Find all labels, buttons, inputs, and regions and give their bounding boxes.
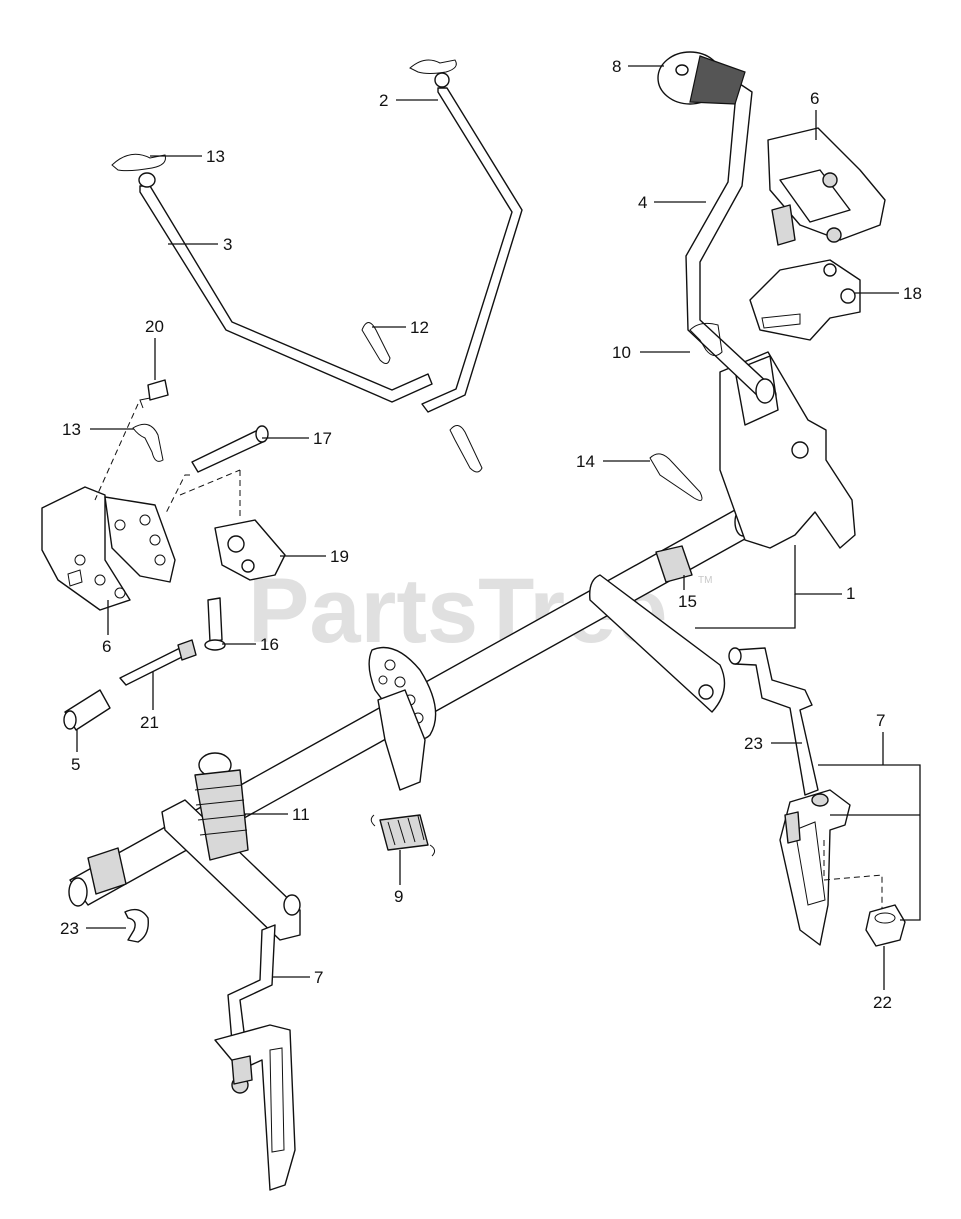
part-19-bracket <box>214 519 286 581</box>
svg-text:22: 22 <box>873 993 892 1012</box>
callout-5: 5 <box>71 730 80 774</box>
part-2-lift-rod <box>409 59 523 413</box>
callout-15: 15 <box>678 575 697 611</box>
callout-12: 12 <box>372 318 429 337</box>
svg-text:8: 8 <box>612 57 621 76</box>
part-22-lock-nut <box>865 904 906 947</box>
part-11-spring <box>194 752 249 861</box>
callout-17: 17 <box>262 429 332 448</box>
svg-text:2: 2 <box>379 91 388 110</box>
callout-7-right: 7 <box>818 711 921 921</box>
part-12-hairpin <box>361 322 391 364</box>
svg-text:1: 1 <box>846 584 855 603</box>
svg-text:10: 10 <box>612 343 631 362</box>
svg-text:7: 7 <box>876 711 885 730</box>
callout-6-right: 6 <box>810 89 819 140</box>
svg-text:12: 12 <box>410 318 429 337</box>
part-21-bolt <box>139 379 169 409</box>
callout-14: 14 <box>576 452 650 471</box>
callout-19: 19 <box>280 547 349 566</box>
part-7-link-right <box>779 789 851 946</box>
svg-text:9: 9 <box>394 887 403 906</box>
callout-2: 2 <box>379 91 438 110</box>
callout-3: 3 <box>168 235 232 254</box>
part-18-bracket <box>749 259 861 341</box>
svg-text:11: 11 <box>292 805 310 824</box>
svg-text:3: 3 <box>223 235 232 254</box>
svg-text:23: 23 <box>60 919 79 938</box>
svg-text:6: 6 <box>102 637 111 656</box>
part-3-lift-rod <box>111 153 433 403</box>
svg-text:21: 21 <box>140 713 159 732</box>
part-7-link-left <box>214 924 296 1191</box>
svg-text:16: 16 <box>260 635 279 654</box>
watermark-trademark: TM <box>698 575 712 586</box>
part-6-bracket-right <box>767 127 886 246</box>
svg-text:14: 14 <box>576 452 595 471</box>
part-8-handle-grip <box>657 51 746 105</box>
callout-1: 1 <box>695 545 855 629</box>
part-10-hairpin <box>689 322 723 356</box>
part-13-hairpin-left <box>132 423 164 462</box>
callout-6-left: 6 <box>102 600 111 656</box>
callout-23-right: 23 <box>744 734 802 753</box>
callout-16: 16 <box>222 635 279 654</box>
callout-22: 22 <box>873 946 892 1012</box>
part-23-link-right <box>728 647 819 796</box>
callout-9: 9 <box>394 850 403 906</box>
svg-text:5: 5 <box>71 755 80 774</box>
dash-line-21 <box>94 403 139 501</box>
part-5-spacer <box>63 689 111 731</box>
part-14-hairpin <box>649 453 703 501</box>
callout-21: 20 <box>145 317 164 380</box>
callout-4: 4 <box>638 193 706 212</box>
callout-8: 8 <box>612 57 664 76</box>
dash-line-7-right <box>823 840 883 910</box>
callout-7-left: 7 <box>272 968 323 987</box>
svg-text:13: 13 <box>62 420 81 439</box>
svg-text:19: 19 <box>330 547 349 566</box>
callout-13-left: 13 <box>62 420 134 439</box>
part-17-pin <box>191 425 269 473</box>
callout-20: 21 <box>140 672 159 732</box>
svg-text:18: 18 <box>903 284 922 303</box>
part-6-bracket-left <box>41 486 176 611</box>
callout-10: 10 <box>612 343 690 362</box>
svg-text:15: 15 <box>678 592 697 611</box>
callout-18: 18 <box>855 284 922 303</box>
svg-text:20: 20 <box>145 317 164 336</box>
svg-text:17: 17 <box>313 429 332 448</box>
svg-text:13: 13 <box>206 147 225 166</box>
svg-text:4: 4 <box>638 193 647 212</box>
part-23-e-clip <box>124 908 149 943</box>
svg-text:6: 6 <box>810 89 819 108</box>
part-4-handle-rod <box>685 81 775 404</box>
svg-text:23: 23 <box>744 734 763 753</box>
callout-13-top: 13 <box>150 147 225 166</box>
svg-text:7: 7 <box>314 968 323 987</box>
part-16-clevis-pin <box>204 597 226 651</box>
part-9-spring <box>370 814 436 857</box>
callout-23-left: 23 <box>60 919 126 938</box>
callout-11: 11 <box>245 805 310 824</box>
dash-line-17 <box>164 469 241 520</box>
part-20-bolt <box>119 639 197 686</box>
part-hairpin-center <box>449 425 483 473</box>
